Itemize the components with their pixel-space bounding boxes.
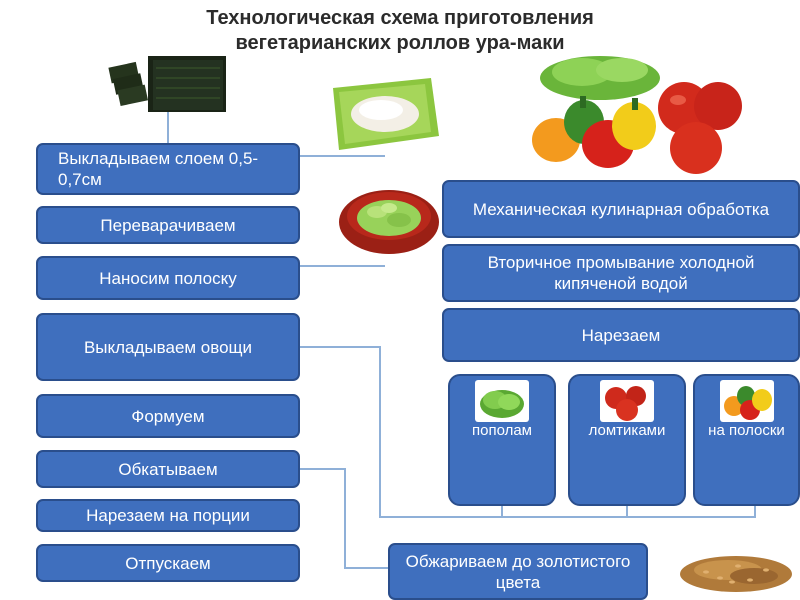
wasabi-bowl-image (339, 190, 439, 254)
cut-type-slices: ломтиками (568, 374, 686, 506)
step-label: Обжариваем до золотистого цвета (405, 551, 631, 592)
step-flip: Переварачиваем (36, 206, 300, 244)
peppers-icon (719, 380, 774, 422)
step-roll: Обкатываем (36, 450, 300, 488)
title-line-1: Технологическая схема приготовления (206, 7, 594, 29)
step-cut-portions: Нарезаем на порции (36, 499, 300, 532)
connector-sesame (300, 468, 388, 569)
step-label: Нарезаем на порции (86, 506, 250, 525)
rice-plate-image (333, 78, 439, 150)
diagram-title: Технологическая схема приготовления веге… (120, 6, 680, 56)
sesame-seeds-image (680, 556, 792, 592)
step-fry-golden: Обжариваем до золотистого цвета (388, 543, 648, 600)
title-line-2: вегетарианских роллов ура-маки (235, 32, 565, 54)
step-label: Выкладываем овощи (83, 337, 253, 357)
step-label: Переварачиваем (100, 215, 236, 235)
step-cut: Нарезаем (442, 308, 800, 362)
step-label: Обкатываем (118, 459, 218, 479)
step-secondary-rinse: Вторичное промывание холодной кипяченой … (442, 244, 800, 302)
vegetables-image (532, 56, 742, 174)
step-label: Нарезаем (581, 325, 661, 345)
nori-sheets-image (108, 56, 226, 112)
step-label: Формуем (131, 406, 205, 426)
step-serve: Отпускаем (36, 544, 300, 582)
cut-type-label: на полоски (708, 422, 785, 439)
step-mechanical-processing: Механическая кулинарная обработка (442, 180, 800, 238)
step-lay-vegetables: Выкладываем овощи (36, 313, 300, 381)
cut-type-label: пополам (471, 422, 532, 439)
step-label: Наносим полоску (99, 268, 237, 288)
step-label: Выкладываем слоем 0,5-0,7см (58, 149, 259, 189)
step-lay-layer: Выкладываем слоем 0,5-0,7см (36, 143, 300, 195)
step-apply-strip: Наносим полоску (36, 256, 300, 300)
tomatoes-icon (600, 380, 654, 422)
step-label: Отпускаем (125, 553, 211, 573)
cut-type-strips: на полоски (693, 374, 800, 506)
step-form: Формуем (36, 394, 300, 438)
lettuce-icon (475, 380, 529, 422)
step-label: Механическая кулинарная обработка (472, 199, 770, 219)
step-label: Вторичное промывание холодной кипяченой … (487, 253, 755, 293)
cut-type-label: ломтиками (588, 422, 666, 439)
cut-type-halves: пополам (448, 374, 556, 506)
connector-vegetables (300, 346, 756, 518)
